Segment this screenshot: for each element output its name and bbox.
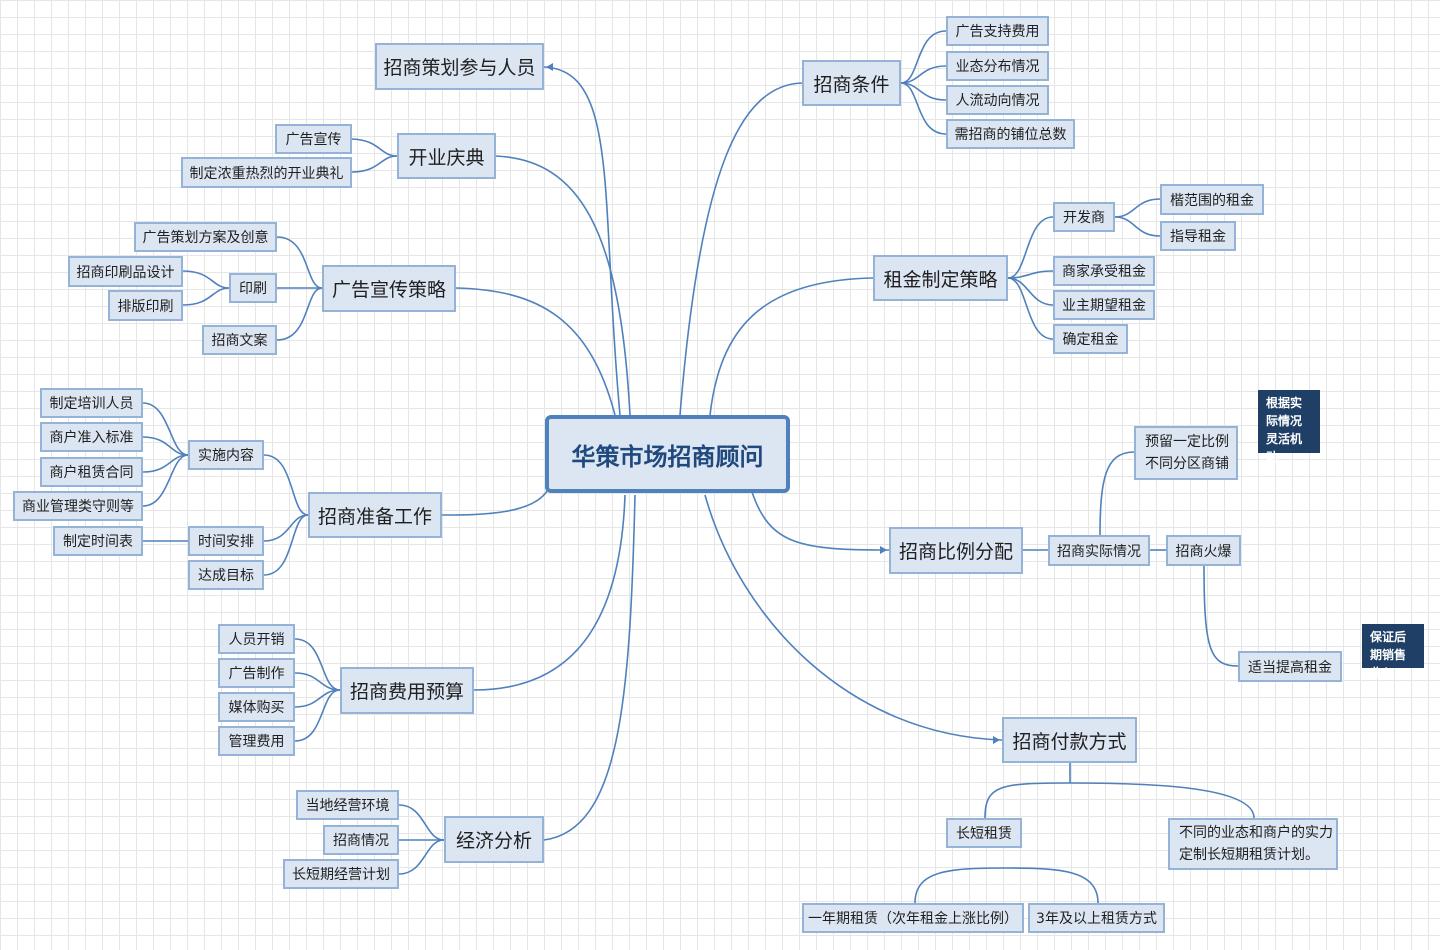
rent-confirm[interactable]: 确定租金 (1053, 324, 1128, 354)
branch-ratio[interactable]: 招商比例分配 (889, 527, 1023, 574)
branch-conditions[interactable]: 招商条件 (802, 60, 901, 106)
ad-layout-print[interactable]: 排版印刷 (108, 290, 183, 321)
ratio-reserve[interactable]: 预留一定比例不同分区商铺 (1134, 426, 1238, 480)
conditions-item-ad[interactable]: 广告支持费用 (946, 16, 1049, 46)
ad-printing[interactable]: 印刷 (229, 273, 277, 303)
opening-item-ad[interactable]: 广告宣传 (275, 124, 352, 154)
branch-prep[interactable]: 招商准备工作 (308, 492, 442, 538)
payment-lease[interactable]: 长短租赁 (946, 818, 1022, 848)
conditions-item-shops[interactable]: 需招商的铺位总数 (946, 119, 1075, 149)
ad-planning[interactable]: 广告策划方案及创意 (134, 222, 277, 252)
branch-rent[interactable]: 租金制定策略 (873, 255, 1008, 301)
prep-goal[interactable]: 达成目标 (188, 560, 264, 590)
budget-item-production[interactable]: 广告制作 (218, 658, 295, 688)
ratio-actual[interactable]: 招商实际情况 (1048, 535, 1150, 566)
rent-developer-guide[interactable]: 指导租金 (1160, 221, 1236, 251)
rent-merchant[interactable]: 商家承受租金 (1053, 256, 1155, 286)
payment-lease-1yr[interactable]: 一年期租赁（次年租金上涨比例） (802, 903, 1024, 933)
rent-developer-range[interactable]: 楷范围的租金 (1160, 184, 1264, 215)
branch-opening[interactable]: 开业庆典 (397, 133, 496, 179)
prep-item-rules[interactable]: 商业管理类守则等 (13, 491, 143, 521)
opening-item-ceremony[interactable]: 制定浓重热烈的开业典礼 (181, 157, 352, 188)
prep-content[interactable]: 实施内容 (188, 440, 264, 470)
root-node[interactable]: 华策市场招商顾问 (545, 415, 790, 493)
ratio-raise-note: 保证后期销售收入 (1362, 624, 1424, 680)
ratio-reserve-note: 根据实际情况灵活机动 (1258, 390, 1320, 464)
payment-lease-3yr[interactable]: 3年及以上租赁方式 (1028, 903, 1165, 933)
economy-item-status[interactable]: 招商情况 (323, 825, 399, 855)
conditions-item-format[interactable]: 业态分布情况 (946, 51, 1049, 81)
branch-economy[interactable]: 经济分析 (444, 816, 544, 863)
conditions-item-traffic[interactable]: 人流动向情况 (946, 85, 1049, 115)
economy-item-environment[interactable]: 当地经营环境 (296, 790, 399, 820)
budget-item-management[interactable]: 管理费用 (218, 726, 295, 756)
prep-item-training[interactable]: 制定培训人员 (40, 388, 143, 418)
prep-item-standard[interactable]: 商户准入标准 (40, 422, 143, 452)
rent-owner[interactable]: 业主期望租金 (1053, 290, 1155, 320)
ratio-raise-rent[interactable]: 适当提高租金 (1238, 651, 1342, 682)
branch-ad-strategy[interactable]: 广告宣传策略 (322, 265, 456, 312)
prep-schedule[interactable]: 时间安排 (188, 526, 264, 556)
branch-participants[interactable]: 招商策划参与人员 (375, 43, 544, 90)
branch-budget[interactable]: 招商费用预算 (340, 667, 474, 714)
ad-print-design[interactable]: 招商印刷品设计 (68, 256, 183, 287)
economy-item-plan[interactable]: 长短期经营计划 (283, 859, 399, 889)
rent-developer[interactable]: 开发商 (1053, 202, 1115, 232)
budget-item-media[interactable]: 媒体购买 (218, 692, 295, 722)
branch-payment[interactable]: 招商付款方式 (1002, 717, 1137, 763)
ratio-hot[interactable]: 招商火爆 (1166, 535, 1241, 566)
payment-custom-plan[interactable]: 不同的业态和商户的实力定制长短期租赁计划。 (1168, 818, 1338, 870)
budget-item-staff[interactable]: 人员开销 (218, 624, 295, 654)
ad-copy[interactable]: 招商文案 (202, 325, 277, 355)
prep-timetable[interactable]: 制定时间表 (53, 526, 143, 556)
prep-item-contract[interactable]: 商户租赁合同 (40, 457, 143, 487)
